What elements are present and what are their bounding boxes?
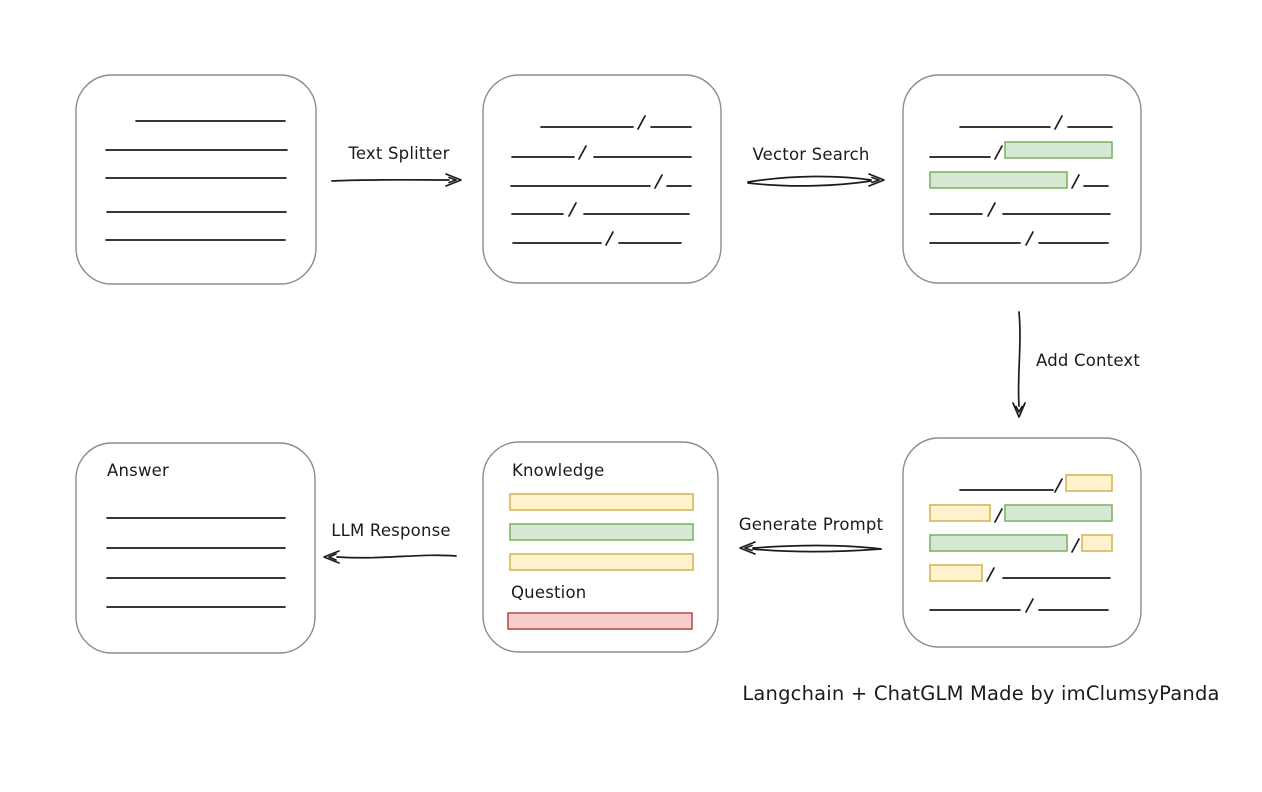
vector-search-arrow	[747, 173, 885, 187]
matched-chunks-box	[902, 74, 1142, 284]
text-splitter-arrow	[331, 173, 462, 187]
split-chunks-box	[482, 74, 722, 284]
knowledge-bar-green	[509, 523, 694, 541]
chunk-slash	[605, 231, 614, 246]
llm-response-arrow	[323, 550, 457, 564]
add-context-label: Add Context	[1036, 351, 1141, 370]
matched-chunk-green-highlight	[929, 171, 1068, 189]
chunk-slash	[1054, 115, 1063, 130]
generate-prompt-arrow	[739, 541, 882, 555]
chunk-slash	[578, 145, 587, 160]
context-chunk-yellow-highlight	[929, 504, 991, 522]
chunk-slash	[994, 145, 1003, 160]
llm-response-label: LLM Response	[331, 521, 451, 540]
knowledge-bar-yellow	[509, 493, 694, 511]
context-chunk-yellow-highlight	[1081, 534, 1113, 552]
chunk-slash	[986, 567, 995, 582]
knowledge-bar-yellow	[509, 553, 694, 571]
chunk-slash	[654, 174, 663, 189]
context-chunk-green-highlight	[1004, 504, 1113, 522]
chunk-slash	[1025, 231, 1034, 246]
answer-box	[75, 442, 316, 654]
chunk-slash	[637, 115, 646, 130]
question-bar-red	[507, 612, 693, 630]
matched-chunk-green-highlight	[1004, 141, 1113, 159]
chunk-slash	[1054, 478, 1063, 493]
prompt-box	[482, 441, 719, 653]
chunk-slash	[1071, 538, 1080, 553]
context-chunk-green-highlight	[929, 534, 1068, 552]
question-label: Question	[511, 583, 587, 602]
vector-search-label: Vector Search	[752, 145, 870, 164]
generate-prompt-label: Generate Prompt	[738, 515, 884, 534]
chunk-slash	[987, 202, 996, 217]
box-outline	[75, 74, 317, 285]
knowledge-label: Knowledge	[512, 461, 605, 480]
chunk-slash	[568, 202, 577, 217]
chunk-slash	[1071, 174, 1080, 189]
context-chunk-yellow-highlight	[929, 564, 983, 582]
context-chunk-yellow-highlight	[1065, 474, 1113, 492]
answer-label: Answer	[107, 461, 169, 480]
add-context-arrow	[1012, 311, 1026, 418]
chunk-slash	[994, 508, 1003, 523]
chunk-slash	[1025, 598, 1034, 613]
text-splitter-label: Text Splitter	[348, 144, 450, 163]
box-outline	[482, 74, 722, 284]
context-chunks-box	[902, 437, 1142, 648]
source-document-box	[75, 74, 317, 285]
diagram-caption: Langchain + ChatGLM Made by imClumsyPand…	[742, 682, 1220, 705]
